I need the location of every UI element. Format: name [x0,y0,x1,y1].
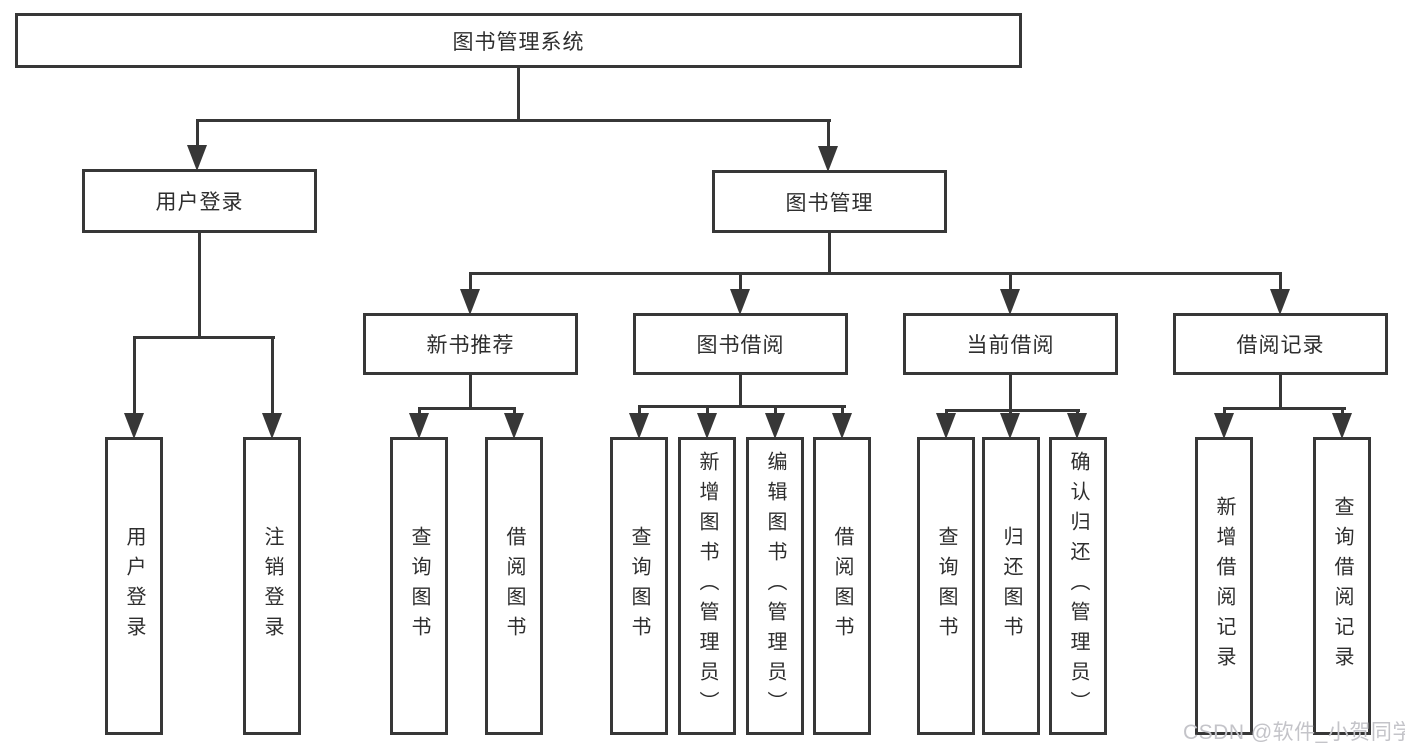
connector-line [826,120,830,148]
connector-line [1278,273,1282,290]
connector-line [132,337,136,414]
connector-line [468,271,1282,275]
connector-line [417,406,516,410]
arrowhead-icon [818,146,838,172]
leaf-logout: 注销登录 [243,437,301,735]
leaf-label: 确认归还（管理员） [1067,451,1089,721]
csdn-watermark: CSDN @软件_小贺同学 [1183,721,1405,744]
arrowhead-icon [629,413,649,439]
node-user-login: 用户登录 [82,169,317,233]
leaf-query-books-recommend: 查询图书 [390,437,448,735]
leaf-query-books-current: 查询图书 [917,437,975,735]
arrowhead-icon [832,413,852,439]
connector-line [468,273,472,290]
leaf-label: 查询借阅记录 [1331,496,1353,676]
leaf-borrow-books-recommend: 借阅图书 [485,437,543,735]
connector-line [827,233,831,273]
arrowhead-icon [1067,413,1087,439]
arrowhead-icon [936,413,956,439]
connector-line [738,273,742,290]
arrowhead-icon [1000,289,1020,315]
leaf-add-books-admin: 新增图书（管理员） [678,437,736,735]
connector-line [944,410,948,414]
node-book-borrow-label: 图书借阅 [696,334,785,357]
node-new-book-recommend-label: 新书推荐 [426,334,515,357]
connector-line [705,406,709,414]
arrowhead-icon [697,413,717,439]
leaf-label: 新增图书（管理员） [696,451,718,721]
leaf-label: 归还图书 [1000,526,1022,646]
connector-line [195,120,199,147]
connector-line [512,408,516,414]
connector-line [1222,408,1226,414]
arrowhead-icon [765,413,785,439]
node-current-borrow-label: 当前借阅 [966,334,1055,357]
connector-line [132,335,275,339]
connector-line [944,408,1080,412]
connector-line [195,118,831,122]
leaf-label: 编辑图书（管理员） [764,451,786,721]
node-borrow-records-label: 借阅记录 [1236,334,1325,357]
leaf-label: 注销登录 [261,526,283,646]
arrowhead-icon [730,289,750,315]
leaf-label: 借阅图书 [503,526,525,646]
connector-line [738,375,742,406]
arrowhead-icon [124,413,144,439]
arrowhead-icon [1332,413,1352,439]
leaf-add-borrow-record: 新增借阅记录 [1195,437,1253,735]
arrowhead-icon [1000,413,1020,439]
leaf-label: 新增借阅记录 [1213,496,1235,676]
node-current-borrow: 当前借阅 [903,313,1118,375]
leaf-query-books-borrow: 查询图书 [610,437,668,735]
leaf-label: 查询图书 [935,526,957,646]
arrowhead-icon [187,145,207,171]
arrowhead-icon [504,413,524,439]
arrowhead-icon [1214,413,1234,439]
leaf-edit-books-admin: 编辑图书（管理员） [746,437,804,735]
connector-line [270,337,274,414]
connector-line [637,406,641,414]
connector-line [1008,375,1012,410]
node-book-management-label: 图书管理 [785,191,874,215]
arrowhead-icon [460,289,480,315]
node-root: 图书管理系统 [15,13,1022,68]
connector-line [1008,410,1012,414]
connector-line [773,406,777,414]
leaf-confirm-return-admin: 确认归还（管理员） [1049,437,1107,735]
connector-line [1075,410,1079,414]
node-book-borrow: 图书借阅 [633,313,848,375]
leaf-query-borrow-record: 查询借阅记录 [1313,437,1371,735]
connector-line [468,375,472,408]
arrowhead-icon [1270,289,1290,315]
connector-line [1278,375,1282,408]
leaf-return-books: 归还图书 [982,437,1040,735]
leaf-borrow-books: 借阅图书 [813,437,871,735]
connector-line [1222,406,1346,410]
leaf-user-login: 用户登录 [105,437,163,735]
node-new-book-recommend: 新书推荐 [363,313,578,375]
connector-line [1340,408,1344,414]
arrowhead-icon [262,413,282,439]
connector-line [197,233,201,337]
connector-line [1008,273,1012,290]
leaf-label: 借阅图书 [831,526,853,646]
node-borrow-records: 借阅记录 [1173,313,1388,375]
arrowhead-icon [409,413,429,439]
leaf-label: 查询图书 [628,526,650,646]
node-book-management: 图书管理 [712,170,947,233]
node-user-login-label: 用户登录 [155,191,244,214]
connector-line [637,404,846,408]
connector-line [516,68,520,120]
connector-line [840,406,844,414]
leaf-label: 用户登录 [123,526,145,646]
leaf-label: 查询图书 [408,526,430,646]
node-root-label: 图书管理系统 [452,30,585,54]
connector-line [417,408,421,414]
